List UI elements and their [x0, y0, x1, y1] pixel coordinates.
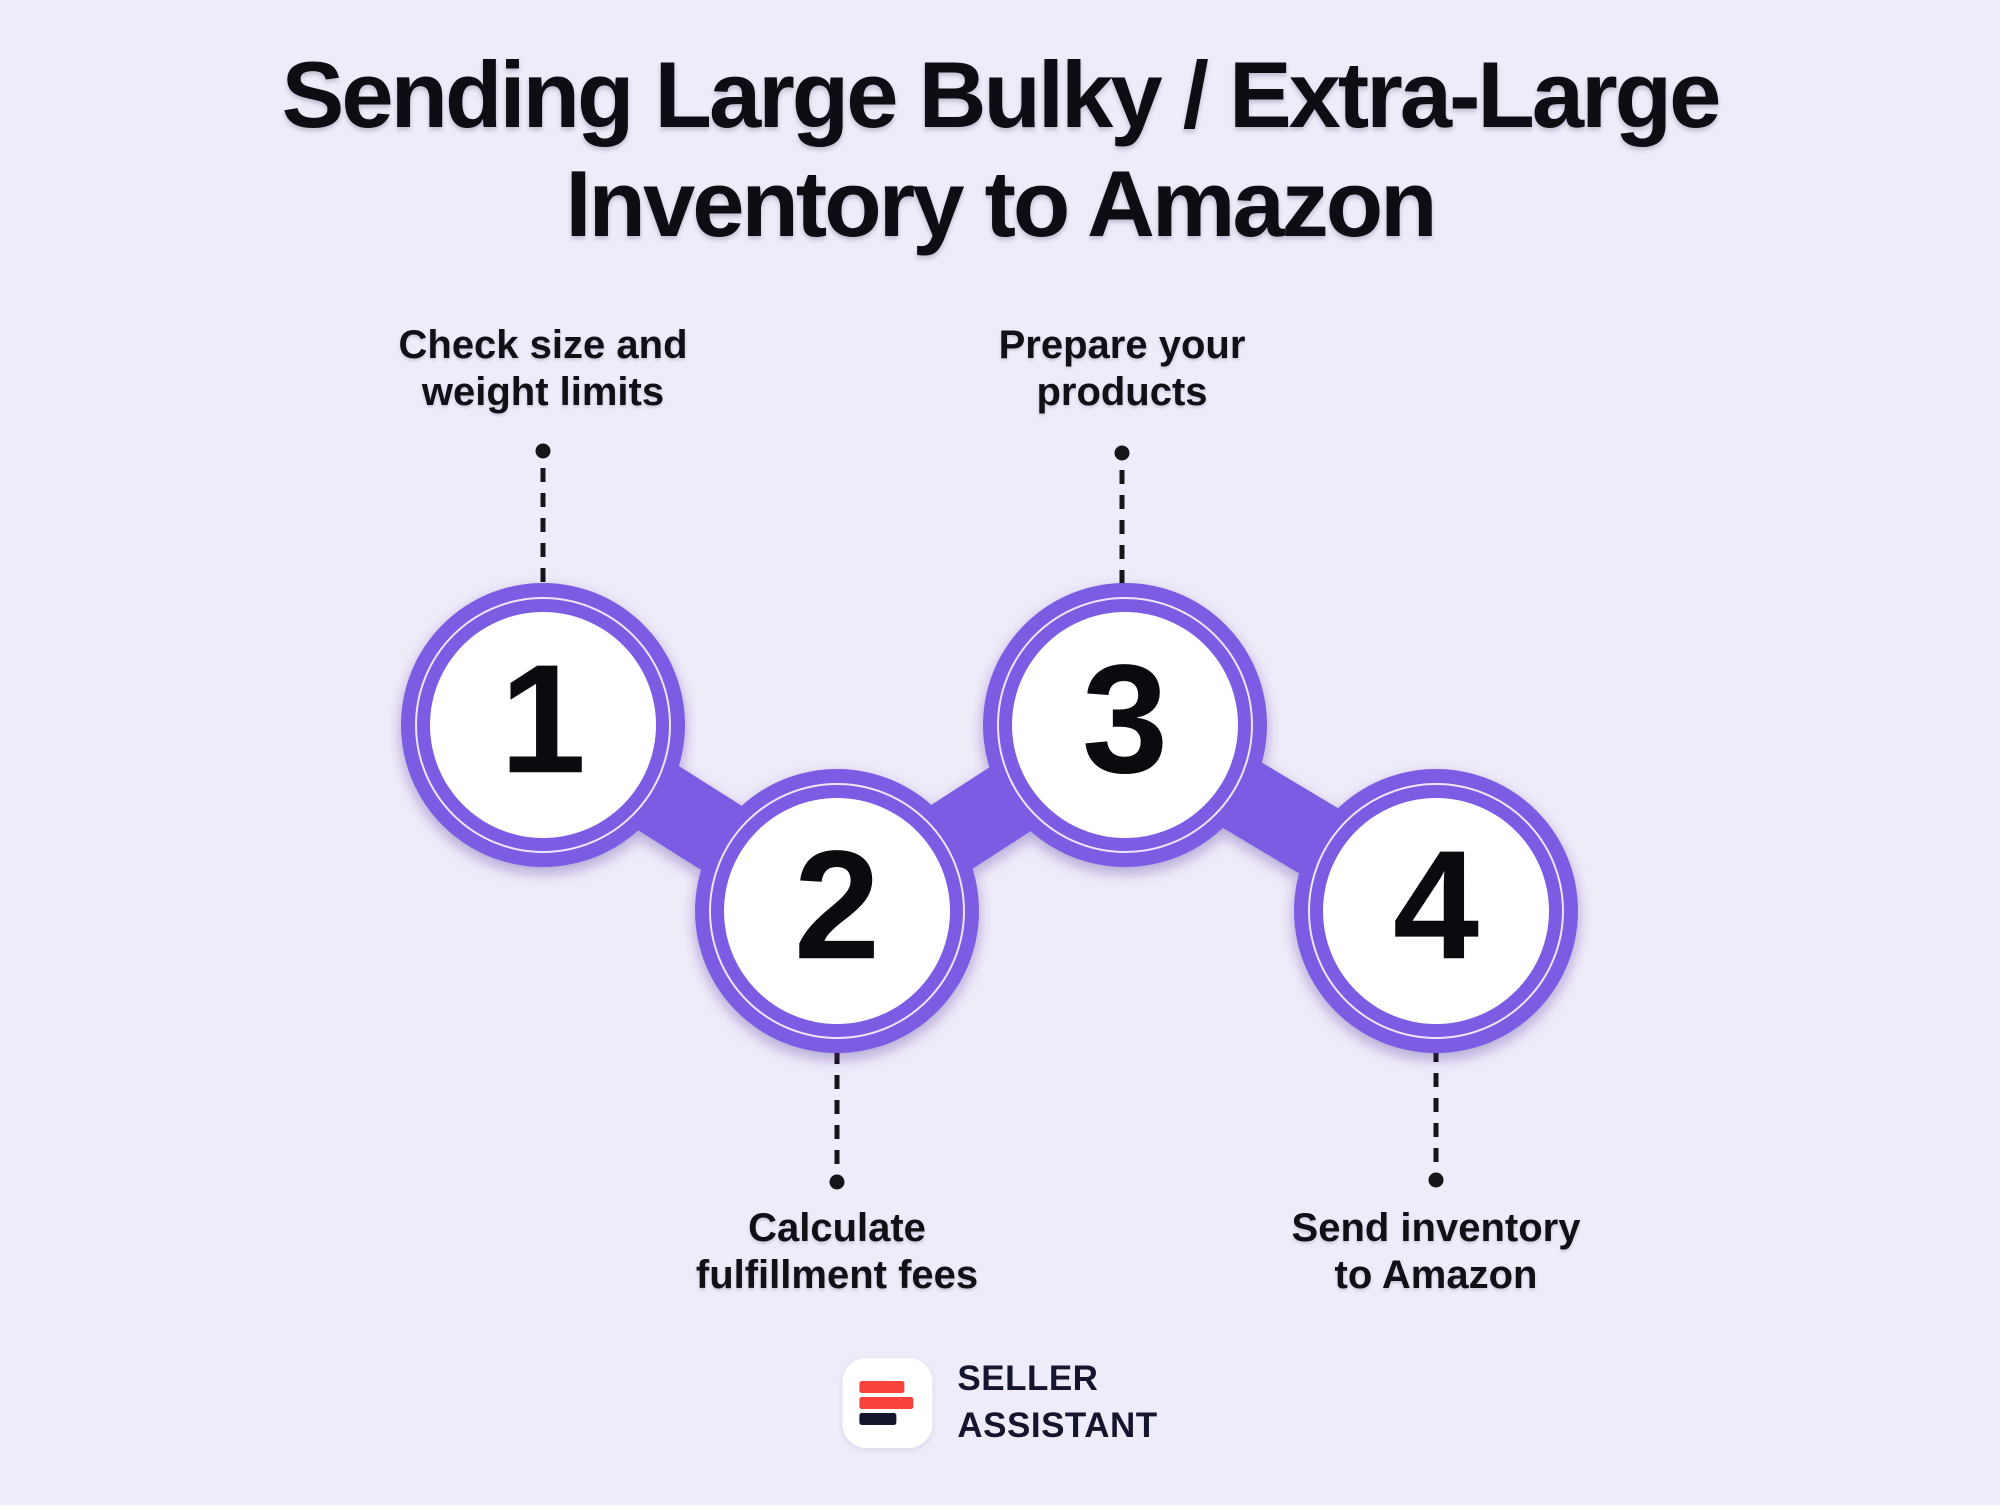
step-2-thin-ring [709, 783, 965, 1039]
step-number-2: 2 [793, 818, 881, 992]
step-4-thin-ring [1308, 783, 1564, 1039]
step-label-4: Send inventory to Amazon [1291, 1206, 1581, 1297]
leader-dot-4 [1428, 1172, 1444, 1188]
leader-dot-3 [1114, 445, 1130, 461]
leader-dot-2 [829, 1174, 845, 1190]
leader-lines [535, 443, 1444, 1190]
seller-assistant-logo: SELLER ASSISTANT [842, 1356, 1157, 1450]
step-label-2: Calculate fulfillment fees [695, 1206, 979, 1297]
nodes-group [401, 583, 1578, 1053]
logo-bar-middle [859, 1396, 914, 1409]
step-4-inner-circle [1323, 798, 1549, 1024]
step-label-3: Prepare your products [998, 323, 1246, 414]
step-circle-2 [695, 769, 979, 1053]
step-3-thin-ring [997, 597, 1253, 853]
step-2-inner-circle [724, 798, 950, 1024]
step-1-inner-circle [430, 612, 656, 838]
logo-wordmark: SELLER ASSISTANT [957, 1359, 1158, 1445]
step-number-3: 3 [1081, 632, 1169, 806]
bottom-border [0, 1505, 2000, 1510]
step-circle-1 [401, 583, 685, 867]
step-number-4: 4 [1392, 818, 1480, 992]
step-label-1: Check size and weight limits [398, 323, 688, 414]
page-title: Sending Large Bulky / Extra-Large Invent… [281, 42, 1722, 257]
step-circle-3 [983, 583, 1267, 867]
logo-bar-bottom [859, 1412, 897, 1425]
logo-icon [842, 1357, 933, 1448]
step-1-thin-ring [415, 597, 671, 853]
leader-dot-1 [535, 443, 551, 459]
step-3-inner-circle [1012, 612, 1238, 838]
step-number-1: 1 [499, 632, 587, 806]
step-circle-4 [1294, 769, 1578, 1053]
logo-bar-top [859, 1380, 905, 1393]
